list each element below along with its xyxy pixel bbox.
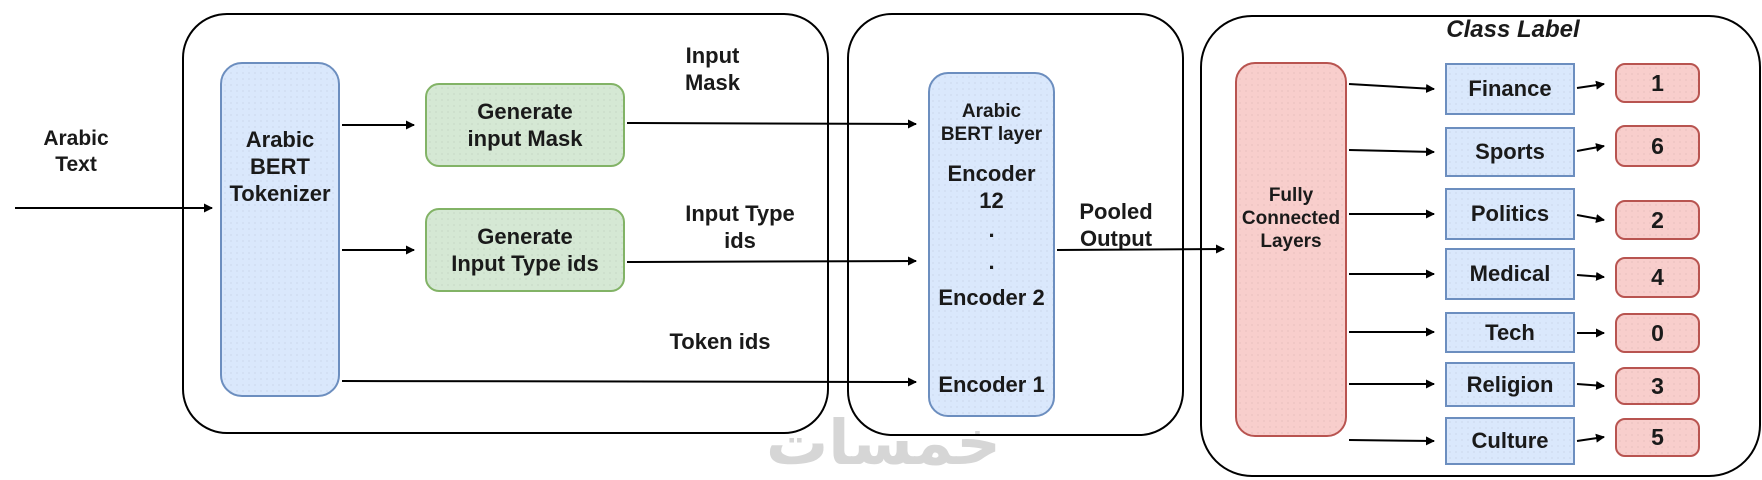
- arabic-bert-layer-box: Arabic BERT layer Encoder 12 . . Encoder…: [928, 72, 1055, 417]
- class-box-culture: Culture: [1445, 417, 1575, 465]
- fully-connected-layers-box: Fully Connected Layers: [1235, 62, 1347, 437]
- class-value-politics: 2: [1615, 200, 1700, 240]
- input-text-line2: Text: [55, 153, 97, 176]
- input-text-label: Arabic Text: [16, 126, 136, 178]
- input-type-line2: ids: [724, 228, 756, 253]
- gen-mask-line2: input Mask: [467, 126, 583, 151]
- class-box-sports: Sports: [1445, 127, 1575, 177]
- tokenizer-line3: Tokenizer: [229, 181, 331, 206]
- class-value-culture: 5: [1615, 418, 1700, 457]
- pooled-line2: Output: [1079, 226, 1153, 251]
- tokenizer-line1: Arabic: [245, 127, 315, 152]
- ellipsis-dot-1: .: [988, 217, 995, 242]
- edge-label-pooled-output: Pooled Output: [1056, 198, 1176, 252]
- bert-layer-header-line1: Arabic: [961, 101, 1022, 122]
- class-box-religion: Religion: [1445, 362, 1575, 407]
- gen-mask-line1: Generate: [477, 99, 573, 124]
- input-mask-line2: Mask: [684, 70, 741, 95]
- class-value-religion: 3: [1615, 367, 1700, 405]
- fc-line1: Fully: [1268, 185, 1314, 206]
- encoder-2-label: Encoder 2: [938, 285, 1045, 310]
- class-value-finance: 1: [1615, 63, 1700, 103]
- bert-layer-header-line2: BERT layer: [940, 124, 1043, 145]
- bert-layer-group-container: [847, 13, 1184, 436]
- generate-input-type-ids-box: Generate Input Type ids: [425, 208, 625, 292]
- encoder-12-line1: Encoder: [947, 161, 1036, 186]
- tokenizer-line2: BERT: [250, 154, 310, 179]
- fc-line2: Connected: [1241, 208, 1341, 229]
- encoder-1-label: Encoder 1: [938, 372, 1045, 397]
- arabic-bert-tokenizer-box: Arabic BERT Tokenizer: [220, 62, 340, 397]
- class-value-sports: 6: [1615, 125, 1700, 167]
- class-box-politics: Politics: [1445, 188, 1575, 240]
- bert-layer-header: Arabic BERT layer: [941, 100, 1042, 146]
- class-label-title: Class Label: [1446, 16, 1580, 43]
- token-ids-text: Token ids: [669, 329, 771, 354]
- tokenizer-group-container: [182, 13, 829, 434]
- class-label-group-container: [1200, 15, 1761, 477]
- fc-line3: Layers: [1260, 231, 1322, 252]
- gen-type-line1: Generate: [477, 224, 573, 249]
- encoder-12-label: Encoder 12: [947, 160, 1035, 214]
- input-mask-line1: Input: [685, 43, 740, 68]
- class-value-medical: 4: [1615, 257, 1700, 298]
- input-type-line1: Input Type: [685, 201, 795, 226]
- gen-type-line2: Input Type ids: [451, 251, 599, 276]
- edge-label-token-ids: Token ids: [655, 328, 785, 355]
- class-box-finance: Finance: [1445, 63, 1575, 115]
- generate-input-mask-box: Generate input Mask: [425, 83, 625, 167]
- input-text-line1: Arabic: [43, 127, 109, 150]
- encoder-12-line2: 12: [979, 188, 1004, 213]
- edge-label-input-type-ids: Input Type ids: [665, 200, 815, 254]
- class-value-tech: 0: [1615, 313, 1700, 353]
- class-box-medical: Medical: [1445, 248, 1575, 300]
- pooled-line1: Pooled: [1079, 199, 1153, 224]
- edge-label-input-mask: Input Mask: [650, 42, 775, 96]
- class-box-tech: Tech: [1445, 312, 1575, 353]
- ellipsis-dot-2: .: [988, 249, 995, 274]
